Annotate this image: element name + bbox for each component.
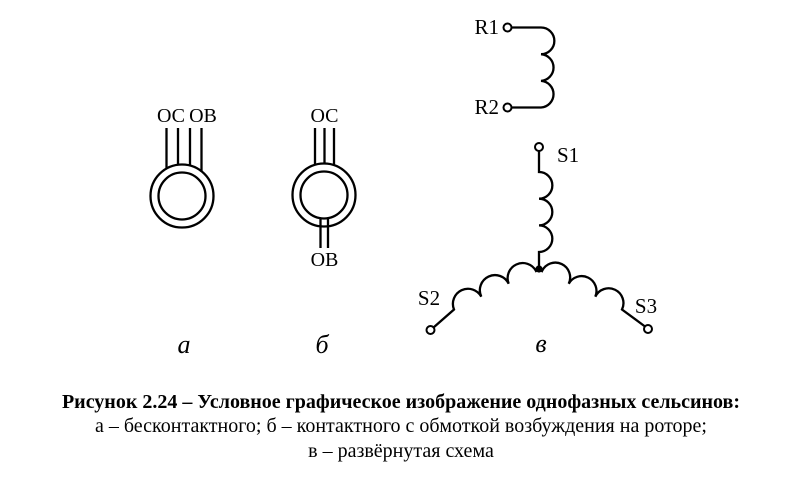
terminal-s2 xyxy=(425,325,436,335)
label-r2: R2 xyxy=(474,95,499,119)
label-ov-b: ОВ xyxy=(311,249,339,271)
label-oc-b: ОС xyxy=(310,105,338,127)
selsyn-figure-canvas: ОС ОВ а ОС ОВ б R1 R2 S1 S2 S3 в xyxy=(149,15,657,359)
label-oc-a: ОС xyxy=(157,105,185,127)
winding-leads-b-top xyxy=(313,128,336,166)
inner-circle-a xyxy=(157,171,207,221)
stator-coil-s3 xyxy=(538,261,646,328)
outer-circle-b xyxy=(291,162,357,228)
caption-line2: а – бесконтактного; б – контактного с об… xyxy=(95,415,707,438)
inner-circle-b xyxy=(299,170,349,220)
stator-coil-s1 xyxy=(537,151,554,266)
outer-circle-a xyxy=(149,163,215,229)
subfigure-letter-a: а xyxy=(178,330,191,359)
rotor-coil xyxy=(511,26,556,109)
terminal-s1 xyxy=(534,142,544,152)
selsyn-symbol-contactless: ОС ОВ а xyxy=(149,105,217,359)
figure-caption: Рисунок 2.24 – Условное графическое изоб… xyxy=(0,390,802,463)
terminal-r2 xyxy=(502,102,513,113)
terminal-r1 xyxy=(502,22,513,33)
caption-line3: в – развёрнутая схема xyxy=(308,439,494,462)
winding-leads-b-bottom xyxy=(319,217,330,248)
selsyn-symbol-contact: ОС ОВ б xyxy=(291,105,357,359)
selsyn-expanded-schematic: R1 R2 S1 S2 S3 в xyxy=(418,15,657,358)
label-r1: R1 xyxy=(474,15,499,39)
label-s3: S3 xyxy=(635,294,657,318)
stator-coil-s2 xyxy=(432,261,540,329)
star-neutral-node xyxy=(535,265,543,273)
caption-title: Рисунок 2.24 – Условное графическое изоб… xyxy=(61,391,741,413)
terminal-s3 xyxy=(643,324,653,334)
label-ov-a: ОВ xyxy=(189,105,217,127)
label-s2: S2 xyxy=(418,286,440,310)
subfigure-letter-b: б xyxy=(315,330,329,359)
label-s1: S1 xyxy=(557,143,579,167)
subfigure-letter-v: в xyxy=(535,329,546,358)
winding-leads-a xyxy=(165,128,203,172)
